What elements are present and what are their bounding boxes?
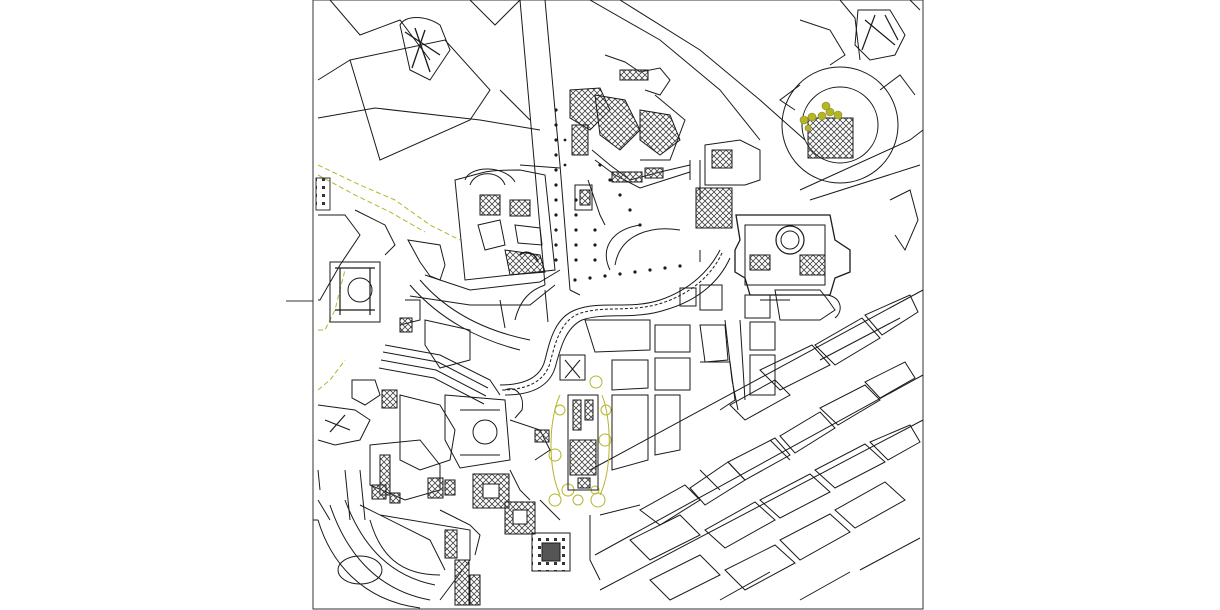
central-strip-building [567, 394, 599, 491]
rotunda-yellow-trees [799, 101, 843, 132]
left-yellow-paths [317, 164, 461, 391]
top-left-building-block [317, 0, 541, 161]
central-plaza-building [409, 168, 561, 329]
dark-pavilions [472, 473, 571, 572]
boulevard-trees [554, 108, 682, 282]
left-side-buildings [315, 177, 501, 521]
top-middle-buildings [569, 54, 691, 226]
right-palace-building [695, 139, 851, 321]
bottom-left-amphitheater [317, 499, 481, 609]
middle-city-blocks [559, 284, 776, 471]
top-right-rotunda [779, 0, 921, 252]
lower-central-building [444, 388, 551, 469]
misc-connectors [313, 160, 790, 581]
right-city-grid [589, 289, 924, 601]
drawing-frame [286, 0, 924, 610]
main-roads [409, 0, 924, 351]
